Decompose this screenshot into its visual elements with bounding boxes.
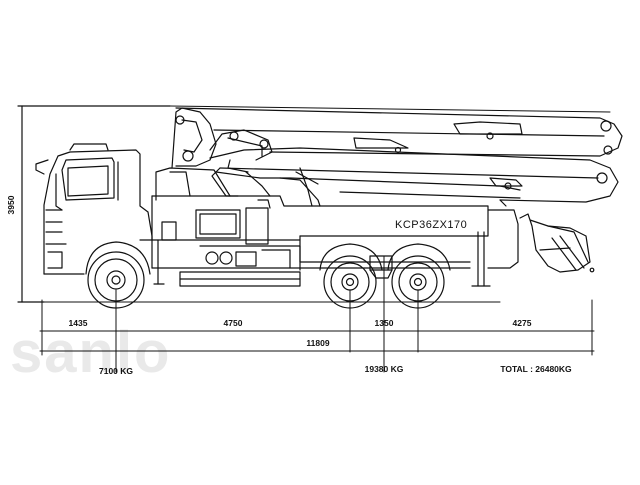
- truck-cab: [35, 143, 153, 275]
- boom-top-line: [169, 105, 611, 113]
- outriggers: [153, 231, 491, 287]
- dim-rear-overhang: 4275: [513, 318, 532, 328]
- rear-wheel-1: [319, 243, 383, 309]
- rear-axle-load: 19380 KG: [365, 364, 404, 374]
- height-dimension: [17, 105, 171, 303]
- dim-front-overhang: 1435: [69, 318, 88, 328]
- rear-wheel-2: [387, 243, 451, 309]
- total-weight: TOTAL : 26480KG: [500, 364, 572, 374]
- front-wheel: [85, 241, 151, 309]
- rear-hopper: [487, 209, 595, 273]
- model-label: KCP36ZX170: [395, 219, 467, 231]
- folded-boom: [171, 107, 623, 207]
- dim-rear-axle-spacing: 1350: [375, 318, 394, 328]
- truck-chassis: [139, 167, 489, 287]
- dim-wheelbase: 4750: [224, 318, 243, 328]
- height-label: 3950: [6, 195, 16, 214]
- front-axle-load: 7100 KG: [99, 366, 133, 376]
- watermark: sanlo: [10, 320, 172, 385]
- dimension-lines: [39, 255, 595, 373]
- dim-overall-length: 11809: [306, 338, 329, 348]
